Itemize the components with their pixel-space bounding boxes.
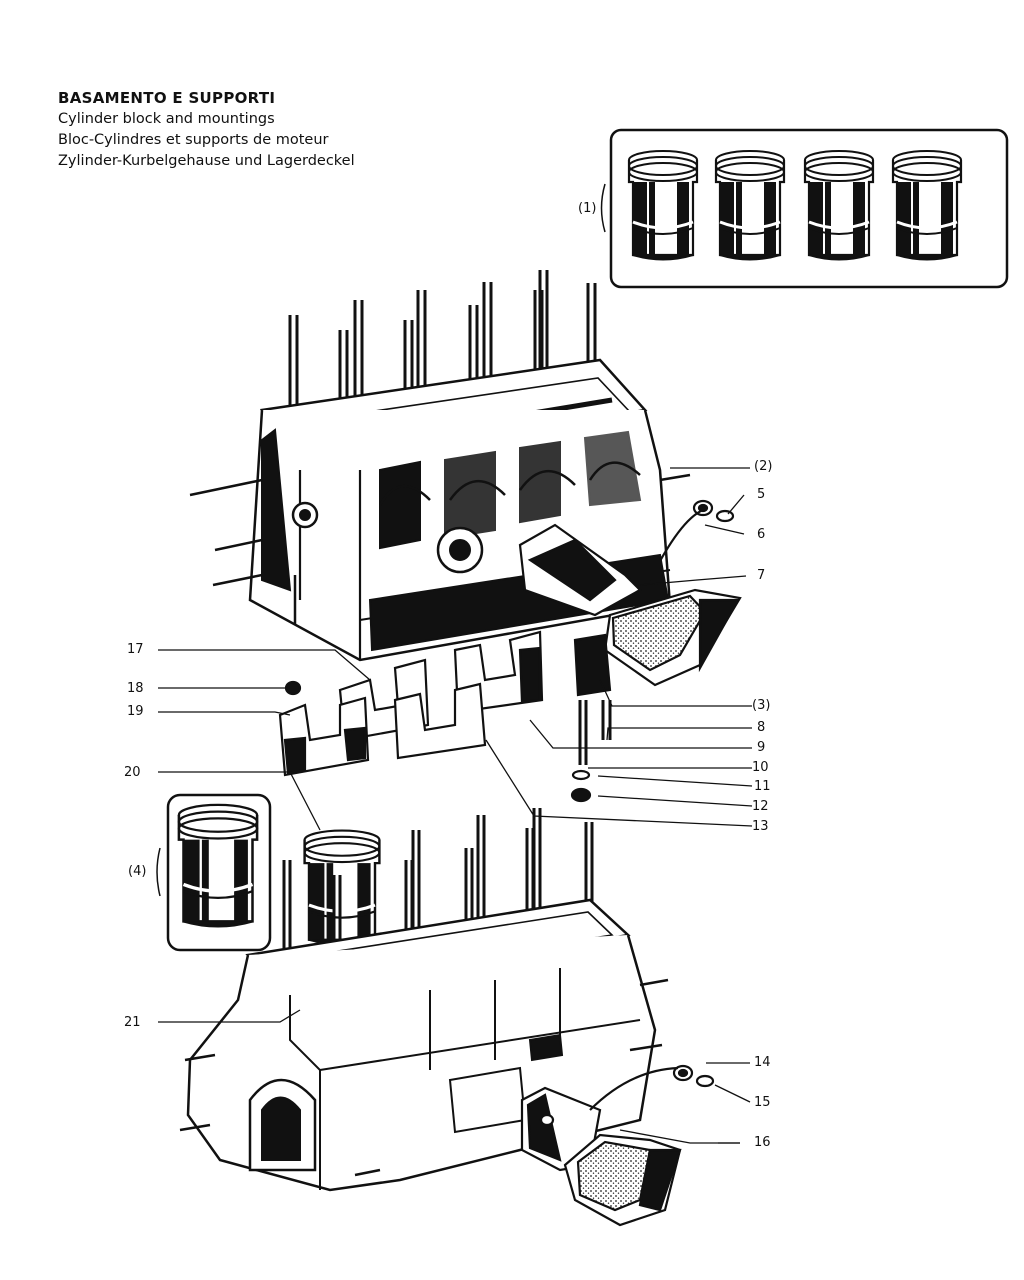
- callout-20: 20: [124, 765, 141, 780]
- callout-7: 7: [757, 568, 766, 583]
- single-liner-frame: [156, 793, 272, 952]
- callout-2: (2): [754, 459, 773, 474]
- callout-1: (1): [578, 201, 597, 216]
- callout-10: 10: [752, 760, 769, 775]
- callout-13: 13: [752, 819, 769, 834]
- callout-4: (4): [128, 864, 147, 879]
- main-bearing-caps: [278, 630, 612, 803]
- callout-12: 12: [752, 799, 769, 814]
- title-italian: BASAMENTO E SUPPORTI: [58, 89, 276, 107]
- callout-15: 15: [754, 1095, 771, 1110]
- leader-lines: [158, 467, 753, 1144]
- callout-3: (3): [752, 698, 771, 713]
- callout-5: 5: [757, 487, 766, 502]
- title-french: Bloc-Cylindres et supports de moteur: [58, 132, 329, 148]
- upper-cylinder-block: [189, 270, 691, 662]
- callout-6: 6: [757, 527, 766, 542]
- title-german: Zylinder-Kurbelgehause und Lagerdeckel: [58, 153, 355, 169]
- cylinder-liner-set-frame: [600, 128, 1009, 289]
- callout-14: 14: [754, 1055, 771, 1070]
- cylinder-liner-20: [302, 828, 382, 947]
- title-english: Cylinder block and mountings: [58, 111, 275, 127]
- callout-21: 21: [124, 1015, 141, 1030]
- callout-16: 16: [754, 1135, 771, 1150]
- engine-mount-lower: [520, 1064, 715, 1227]
- callout-17: 17: [127, 642, 144, 657]
- callout-9: 9: [757, 740, 766, 755]
- callout-8: 8: [757, 720, 766, 735]
- callout-19: 19: [127, 704, 144, 719]
- callout-18: 18: [127, 681, 144, 696]
- engine-mount-upper: [518, 499, 742, 687]
- title-block: BASAMENTO E SUPPORTI Cylinder block and …: [58, 88, 355, 172]
- callout-11: 11: [754, 779, 771, 794]
